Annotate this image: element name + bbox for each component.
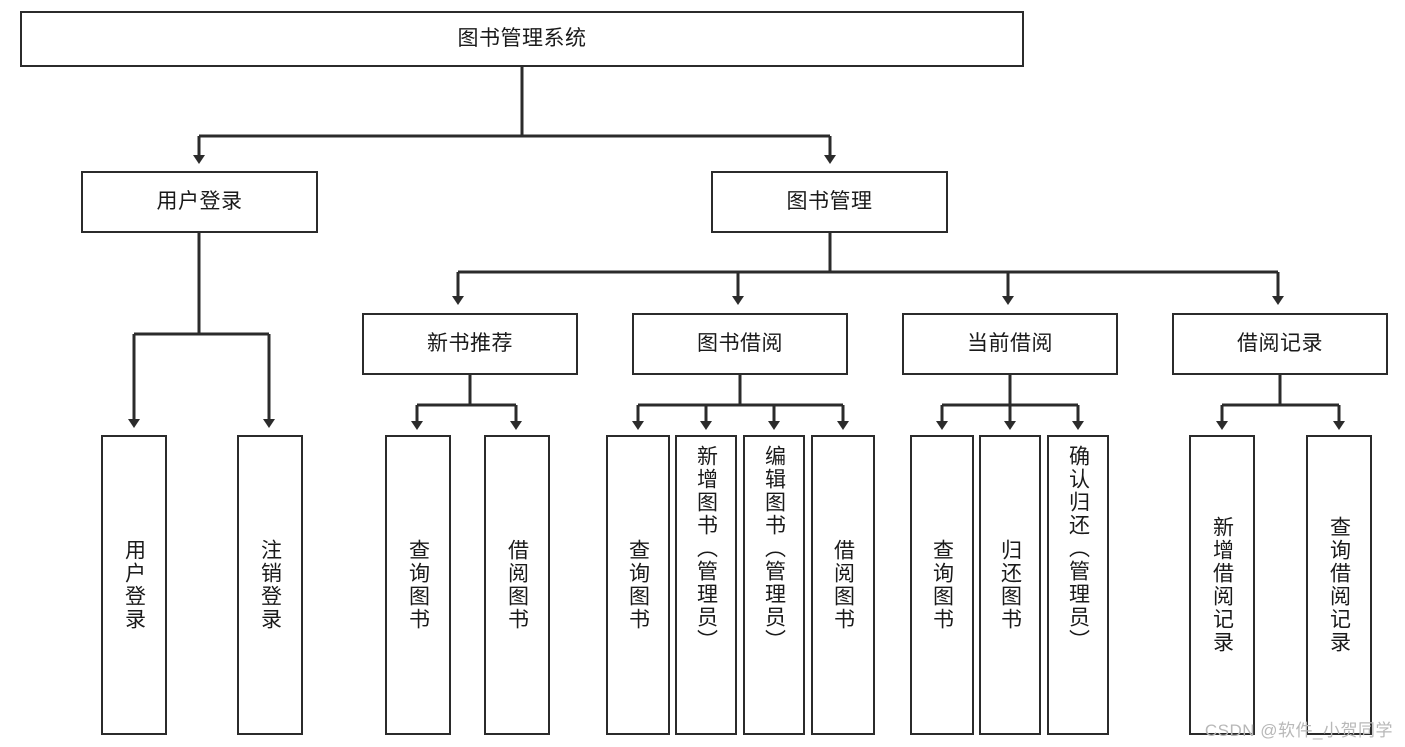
- leaf-borrow-book-2-label: 借阅图书: [831, 539, 855, 631]
- leaf-logout[interactable]: 注销登录: [237, 435, 303, 735]
- leaf-edit-book[interactable]: 编辑图书（管理员）: [743, 435, 805, 735]
- leaf-query-book-1[interactable]: 查询图书: [385, 435, 451, 735]
- node-book-borrow[interactable]: 图书借阅: [632, 313, 848, 375]
- leaf-query-record[interactable]: 查询借阅记录: [1306, 435, 1372, 735]
- leaf-logout-label: 注销登录: [258, 539, 282, 631]
- node-user-login-label: 用户登录: [156, 189, 243, 213]
- leaf-return-book-label: 归还图书: [998, 539, 1022, 631]
- leaf-query-book-1-label: 查询图书: [406, 539, 430, 631]
- leaf-add-record-label: 新增借阅记录: [1210, 516, 1234, 654]
- node-new-book-rec-label: 新书推荐: [427, 331, 513, 355]
- leaf-user-login-label: 用户登录: [122, 539, 146, 631]
- node-root-label: 图书管理系统: [457, 26, 587, 50]
- node-borrow-record-label: 借阅记录: [1237, 331, 1323, 355]
- leaf-query-book-3[interactable]: 查询图书: [910, 435, 974, 735]
- node-book-manage-label: 图书管理: [786, 189, 873, 213]
- leaf-return-book[interactable]: 归还图书: [979, 435, 1041, 735]
- leaf-borrow-book-2[interactable]: 借阅图书: [811, 435, 875, 735]
- node-user-login[interactable]: 用户登录: [81, 171, 318, 233]
- leaf-query-record-label: 查询借阅记录: [1327, 516, 1351, 654]
- csdn-watermark: CSDN @软件_小贺同学: [1204, 721, 1393, 740]
- leaf-confirm-return[interactable]: 确认归还（管理员）: [1047, 435, 1109, 735]
- node-root[interactable]: 图书管理系统: [20, 11, 1024, 67]
- node-new-book-rec[interactable]: 新书推荐: [362, 313, 578, 375]
- leaf-user-login[interactable]: 用户登录: [101, 435, 167, 735]
- leaf-edit-book-label: 编辑图书（管理员）: [762, 445, 786, 652]
- leaf-borrow-book-1-label: 借阅图书: [505, 539, 529, 631]
- leaf-add-record[interactable]: 新增借阅记录: [1189, 435, 1255, 735]
- leaf-borrow-book-1[interactable]: 借阅图书: [484, 435, 550, 735]
- leaf-query-book-2-label: 查询图书: [626, 539, 650, 631]
- node-book-manage[interactable]: 图书管理: [711, 171, 948, 233]
- leaf-add-book[interactable]: 新增图书（管理员）: [675, 435, 737, 735]
- node-current-borrow-label: 当前借阅: [967, 331, 1053, 355]
- node-borrow-record[interactable]: 借阅记录: [1172, 313, 1388, 375]
- leaf-query-book-2[interactable]: 查询图书: [606, 435, 670, 735]
- leaf-add-book-label: 新增图书（管理员）: [694, 445, 718, 652]
- leaf-confirm-return-label: 确认归还（管理员）: [1066, 445, 1090, 652]
- node-current-borrow[interactable]: 当前借阅: [902, 313, 1118, 375]
- node-book-borrow-label: 图书借阅: [697, 331, 783, 355]
- leaf-query-book-3-label: 查询图书: [930, 539, 954, 631]
